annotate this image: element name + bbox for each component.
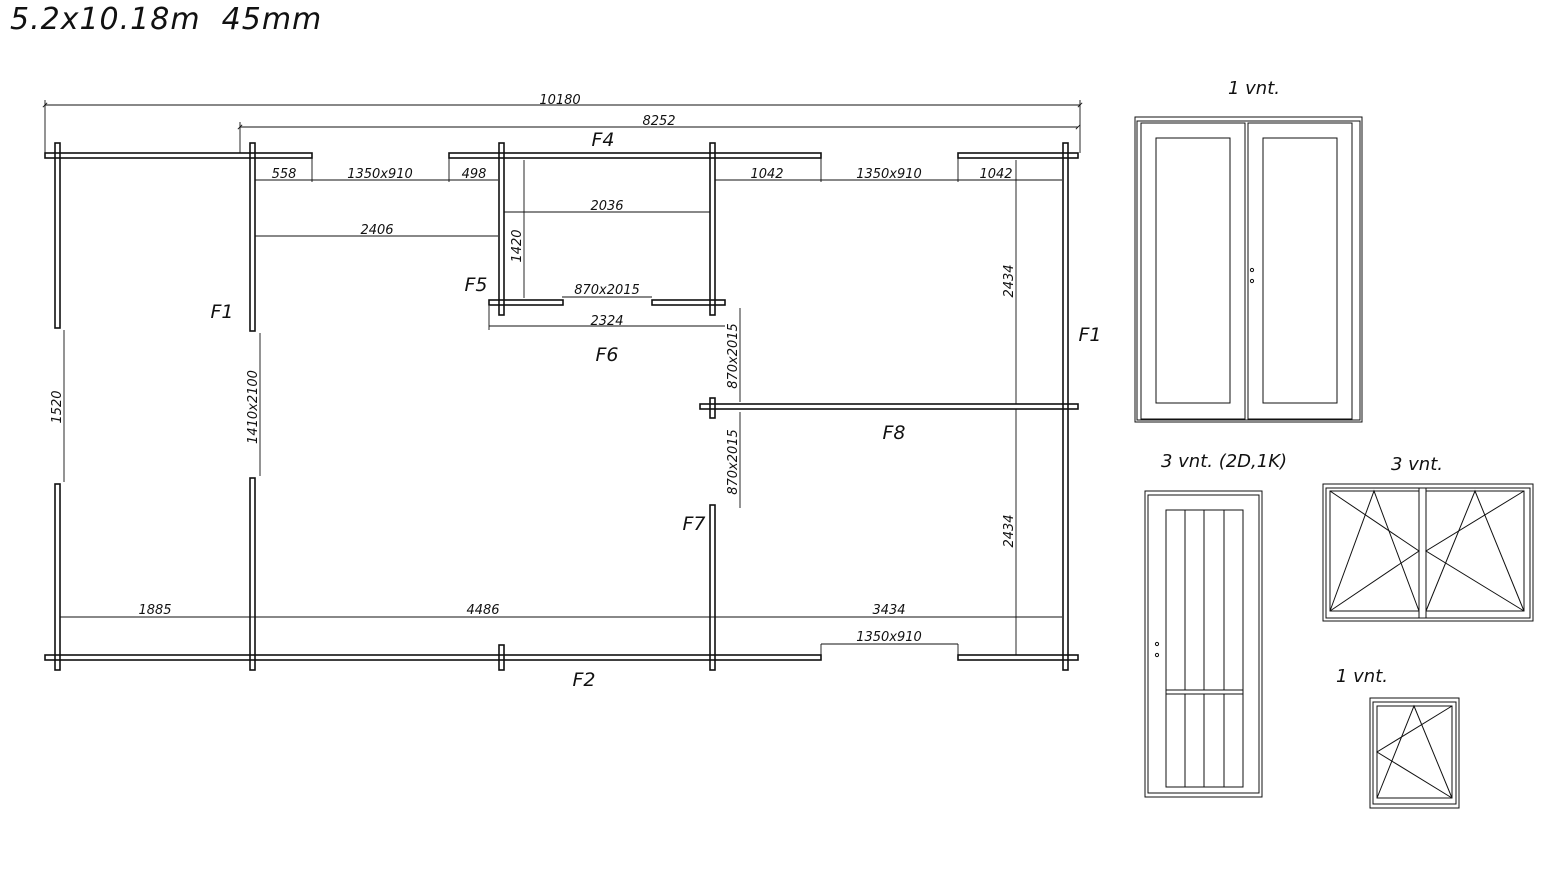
dim-1042-a: 1042 <box>750 167 783 182</box>
wall-f7 <box>709 397 716 671</box>
single-door-icon <box>1144 490 1263 798</box>
label-f4: F4 <box>591 129 614 151</box>
wall-right <box>1062 142 1069 671</box>
label-f2: F2 <box>572 669 595 691</box>
legend-single-door-caption: 3 vnt. (2D,1K) <box>1161 451 1287 472</box>
wall-f6 <box>488 299 726 306</box>
dim-2406: 2406 <box>360 223 393 238</box>
dim-top-window-2: 1350x910 <box>856 167 922 182</box>
wall-post-bottom <box>498 644 505 671</box>
label-f6: F6 <box>595 344 618 366</box>
label-f7: F7 <box>682 513 705 535</box>
dim-1885: 1885 <box>138 603 171 618</box>
dim-558: 558 <box>272 167 297 182</box>
legend-double-door-caption: 1 vnt. <box>1228 78 1280 99</box>
drawing-title: 5.2x10.18m 45mm <box>10 2 323 37</box>
double-door-icon <box>1134 116 1363 423</box>
double-window-icon <box>1322 483 1534 622</box>
dim-bottom-window: 1350x910 <box>856 630 922 645</box>
dim-1042-b: 1042 <box>979 167 1012 182</box>
dim-4486: 4486 <box>466 603 499 618</box>
dim-1420: 1420 <box>510 229 525 262</box>
dim-right-upper: 2434 <box>1002 264 1017 297</box>
legend-double-window-caption: 3 vnt. <box>1391 454 1443 475</box>
label-f1-left: F1 <box>210 301 233 323</box>
label-f8: F8 <box>882 422 905 444</box>
dim-right-lower: 2434 <box>1002 514 1017 547</box>
wall-f1-inner <box>249 142 256 671</box>
dim-door-f7-lower: 870x2015 <box>726 429 741 495</box>
dim-inner: 8252 <box>642 114 675 129</box>
dim-1520: 1520 <box>50 390 65 423</box>
wall-bathroom-right <box>709 142 716 316</box>
dim-498: 498 <box>462 167 487 182</box>
dim-2324: 2324 <box>590 314 623 329</box>
dim-3434: 3434 <box>872 603 905 618</box>
small-window-icon <box>1369 697 1460 809</box>
dim-door-f7-upper: 870x2015 <box>726 323 741 389</box>
wall-left <box>54 142 61 671</box>
label-f1-right: F1 <box>1078 324 1101 346</box>
dim-top-window-1: 1350x910 <box>347 167 413 182</box>
wall-bottom <box>44 654 1079 661</box>
wall-top <box>44 152 1079 159</box>
legend-small-window-caption: 1 vnt. <box>1336 666 1388 687</box>
wall-f8 <box>699 403 1079 410</box>
dim-2036: 2036 <box>590 199 623 214</box>
dim-door-f1: 1410x2100 <box>246 370 261 444</box>
dimension-lines <box>42 100 1083 658</box>
dim-door-f6: 870x2015 <box>574 283 640 298</box>
wall-f5 <box>498 142 505 316</box>
dim-overall: 10180 <box>539 93 580 108</box>
label-f5: F5 <box>464 274 487 296</box>
